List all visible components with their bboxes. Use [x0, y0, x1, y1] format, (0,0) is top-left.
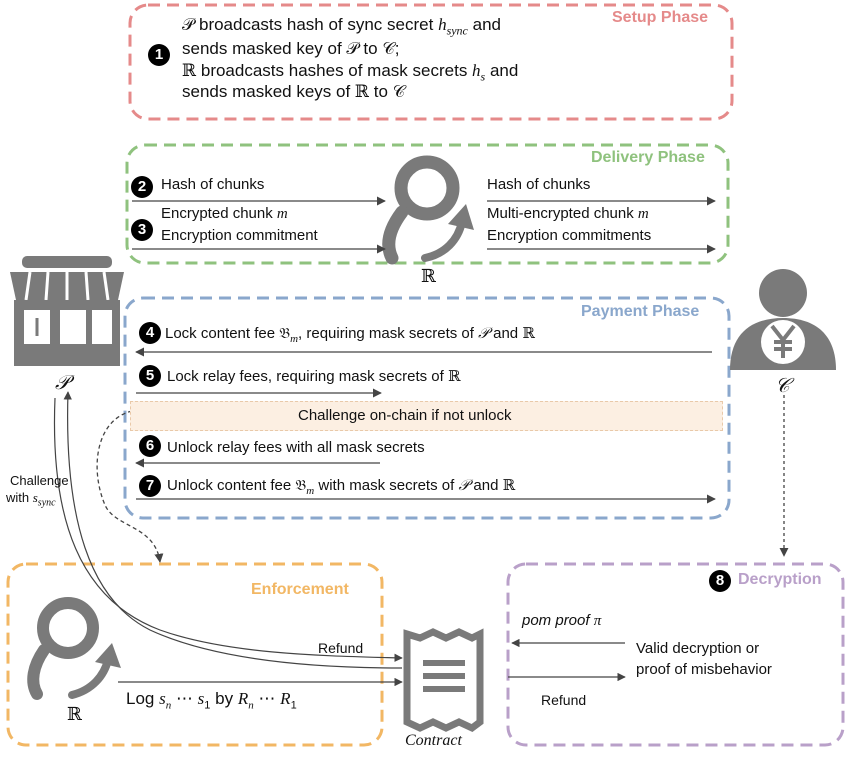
enforcement-refund: Refund: [318, 640, 364, 656]
challenge-bar: [130, 401, 723, 431]
enforcement-log: Log sn ⋯ s1 by Rn ⋯ R1: [126, 689, 297, 712]
consumer-icon: [730, 269, 836, 370]
payment-phase-box: [123, 296, 731, 520]
contract-icon: [403, 628, 484, 733]
setup-line-1: 𝒫 broadcasts hash of sync secret hsync a…: [182, 15, 501, 38]
payment-msg-4: Lock content fee 𝔅m, requiring mask secr…: [165, 325, 535, 345]
setup-line-2: sends masked key of 𝒫 to 𝒞;: [182, 39, 400, 58]
delivery-left-commit: Encryption commitment: [161, 227, 318, 244]
payment-arrows: [135, 347, 716, 504]
challenge-sync-line1: Challenge: [10, 473, 69, 488]
challenge-sync-line2: with ssync: [6, 490, 56, 509]
payment-msg-5: Lock relay fees, requiring mask secrets …: [167, 368, 461, 385]
decryption-title: Decryption: [738, 571, 822, 588]
step-5-badge: 5: [139, 365, 161, 387]
delivery-right-commit: Encryption commitments: [487, 227, 652, 244]
delivery-phase-title: Delivery Phase: [591, 149, 705, 166]
payment-phase-title: Payment Phase: [581, 303, 700, 320]
delivery-arrows: [132, 196, 716, 254]
step-8-badge: 8: [709, 570, 731, 592]
relay-icon: [382, 155, 474, 265]
setup-line-4: sends masked keys of ℝ to 𝒞: [182, 82, 406, 101]
relay-bottom-icon: [27, 597, 121, 700]
step-3-badge: 3: [131, 219, 153, 241]
challenge-sync-line-a: [53, 397, 403, 662]
relay-label: ℝ: [421, 266, 436, 286]
challenge-text: Challenge on-chain if not unlock: [298, 407, 512, 424]
valid-decryption-line2: proof of misbehavior: [636, 661, 772, 678]
delivery-left-chunk: Encrypted chunk m: [161, 205, 288, 222]
payment-msg-6: Unlock relay fees with all mask secrets: [167, 439, 425, 456]
decryption-box: [506, 562, 845, 747]
delivery-right-chunk: Multi-encrypted chunk m: [487, 205, 649, 222]
step-6-badge: 6: [139, 435, 161, 457]
enforcement-box: [6, 562, 384, 747]
step-7-badge: 7: [139, 475, 161, 497]
setup-line-3: ℝ broadcasts hashes of mask secrets hs a…: [182, 61, 519, 84]
step-4-badge: 4: [139, 322, 161, 344]
pom-proof-label: pom proof π: [522, 612, 602, 629]
challenge-dashed-path: [96, 410, 164, 563]
valid-decryption-line1: Valid decryption or: [636, 640, 760, 657]
enforcement-title: Enforcement: [251, 581, 349, 598]
provider-label: 𝒫: [55, 372, 70, 394]
consumer-label: 𝒞: [775, 375, 790, 397]
step-1-badge: 1: [148, 44, 170, 66]
delivery-right-hash: Hash of chunks: [487, 176, 591, 193]
payment-msg-7: Unlock content fee 𝔅m with mask secrets …: [167, 477, 516, 497]
store-icon: [10, 256, 124, 366]
delivery-left-hash: Hash of chunks: [161, 176, 265, 193]
setup-phase-title: Setup Phase: [612, 9, 709, 26]
delivery-phase-box: [125, 143, 730, 265]
setup-phase-box: [128, 3, 734, 121]
relay-bottom-label: ℝ: [67, 704, 82, 724]
challenge-sync-line-b: [63, 391, 403, 669]
decryption-refund: Refund: [541, 692, 587, 708]
contract-label: Contract: [405, 732, 462, 749]
step-2-badge: 2: [131, 176, 153, 198]
